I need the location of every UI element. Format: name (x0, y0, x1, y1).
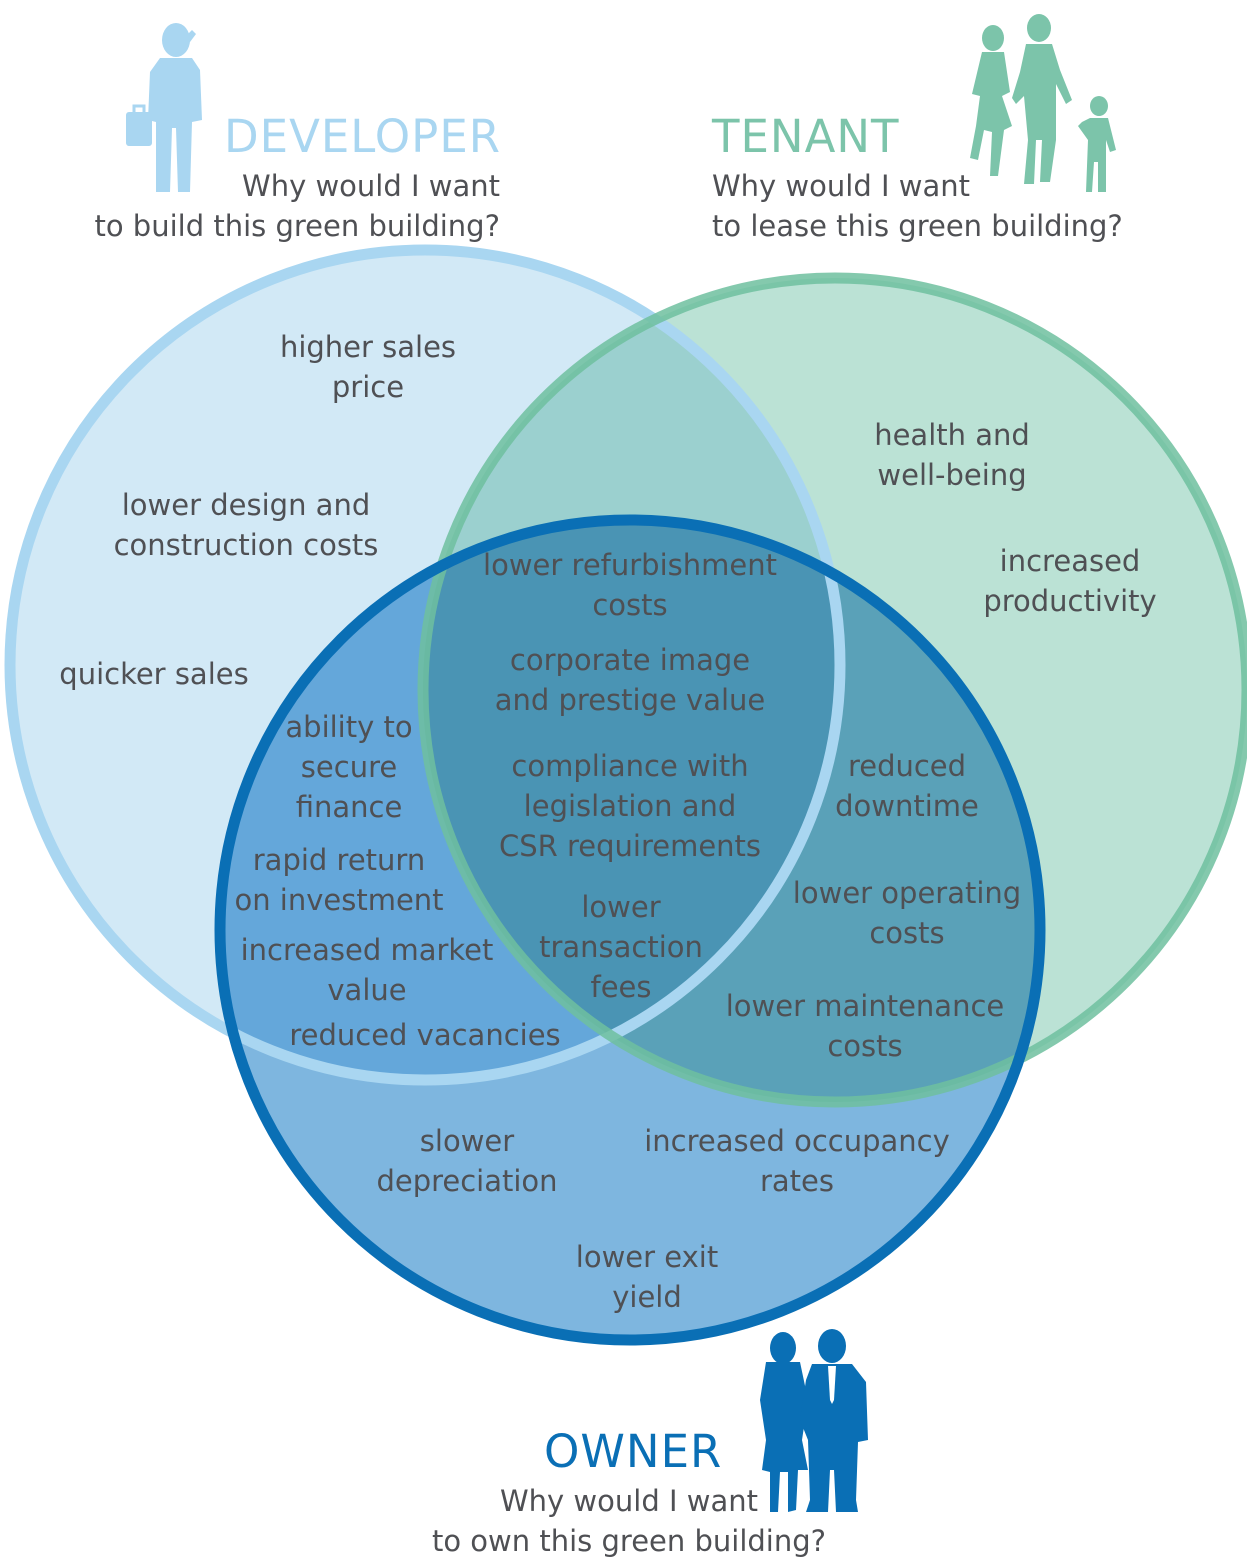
benefit-line: finance (295, 790, 403, 824)
benefit-line: on investment (234, 883, 444, 917)
benefit-line: legislation and (523, 789, 737, 823)
owner-title: OWNER (544, 1425, 723, 1478)
benefit-line: costs (592, 588, 668, 622)
benefit-line: price (331, 370, 405, 404)
benefit-line: yield (612, 1280, 682, 1314)
family-walking-icon (970, 14, 1116, 192)
benefit-line: productivity (983, 584, 1157, 618)
developer-question-line2: to build this green building? (94, 209, 500, 243)
benefit-line: corporate image (509, 643, 751, 677)
benefit-line: lower design and (121, 488, 371, 522)
benefit-refurbishment: lower refurbishment costs (483, 545, 777, 625)
benefit-line: construction costs (113, 528, 379, 562)
benefit-maintenance-costs: lower maintenance costs (726, 986, 1005, 1066)
business-couple-icon (760, 1329, 868, 1512)
benefit-line: compliance with (511, 749, 749, 783)
developer-question: Why would I want to build this green bui… (94, 166, 500, 246)
benefit-line: rapid return (252, 843, 426, 877)
benefit-line: secure (300, 750, 398, 784)
benefit-line: increased occupancy (644, 1124, 950, 1158)
owner-question-line2: to own this green building? (431, 1524, 827, 1558)
benefit-line: costs (827, 1029, 903, 1063)
benefit-line: value (327, 973, 407, 1007)
tenant-circle (417, 272, 1247, 1108)
tenant-question: Why would I want to lease this green bui… (712, 166, 1123, 246)
benefit-quicker-sales: quicker sales (59, 654, 248, 694)
benefit-compliance: compliance with legislation and CSR requ… (499, 746, 761, 866)
benefit-line: increased market (240, 933, 494, 967)
benefit-line: rates (759, 1164, 835, 1198)
tenant-question-line1: Why would I want (712, 169, 970, 203)
benefit-lower-design-costs: lower design and construction costs (114, 485, 379, 565)
benefit-transaction-fees: lower transaction fees (539, 887, 703, 1007)
benefit-line: quicker sales (59, 657, 249, 691)
benefit-line: CSR requirements (498, 829, 762, 863)
benefit-vacancies: reduced vacancies (289, 1015, 560, 1055)
owner-circle (214, 514, 1046, 1346)
benefit-line: fees (590, 970, 652, 1004)
benefit-line: higher sales (279, 330, 457, 364)
benefit-line: lower exit (575, 1240, 719, 1274)
benefit-depreciation: slower depreciation (376, 1121, 557, 1201)
benefit-operating-costs: lower operating costs (793, 873, 1021, 953)
developer-title: DEVELOPER (224, 110, 502, 163)
benefit-line: increased (999, 544, 1141, 578)
benefit-line: transaction (539, 930, 703, 964)
benefit-occupancy: increased occupancy rates (644, 1121, 950, 1201)
benefit-productivity: increased productivity (983, 541, 1156, 621)
benefit-line: downtime (835, 789, 979, 823)
benefit-higher-sales-price: higher sales price (280, 327, 456, 407)
benefit-line: lower (581, 890, 661, 924)
benefit-line: costs (869, 916, 945, 950)
developer-circle (4, 244, 846, 1086)
tenant-question-line2: to lease this green building? (712, 209, 1123, 243)
benefit-line: lower maintenance (725, 989, 1005, 1023)
tenant-title: TENANT (712, 110, 900, 163)
benefit-line: depreciation (376, 1164, 558, 1198)
benefit-exit-yield: lower exit yield (576, 1237, 718, 1317)
benefit-line: lower operating (792, 876, 1022, 910)
benefit-secure-finance: ability to secure finance (285, 707, 412, 827)
benefit-downtime: reduced downtime (835, 746, 979, 826)
benefit-corporate-image: corporate image and prestige value (495, 640, 766, 720)
benefit-line: lower refurbishment (483, 548, 777, 582)
businessman-with-briefcase-icon (126, 23, 202, 192)
benefit-line: and prestige value (494, 683, 766, 717)
benefit-line: reduced vacancies (289, 1018, 561, 1052)
benefit-market-value: increased market value (241, 930, 494, 1010)
benefit-health: health and well-being (874, 415, 1030, 495)
developer-question-line1: Why would I want (242, 169, 500, 203)
benefit-line: health and (874, 418, 1030, 452)
benefit-line: slower (419, 1124, 515, 1158)
benefit-line: ability to (285, 710, 413, 744)
owner-question-line1: Why would I want (500, 1484, 758, 1518)
benefit-line: reduced (847, 749, 967, 783)
benefit-rapid-return: rapid return on investment (234, 840, 443, 920)
owner-question: Why would I want to own this green build… (432, 1481, 826, 1561)
benefit-line: well-being (877, 458, 1027, 492)
